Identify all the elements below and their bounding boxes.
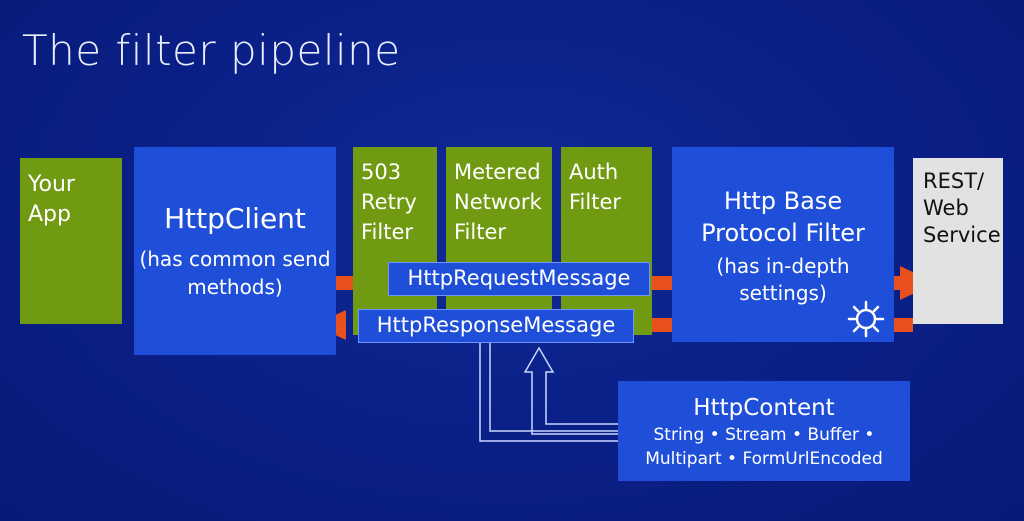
httpclient-title: HttpClient — [164, 202, 306, 235]
your-app-label: Your App — [28, 172, 75, 227]
request-message-label: HttpRequestMessage — [407, 266, 631, 290]
request-arrow-segment — [336, 276, 354, 290]
rest-service-label: REST/ Web Service — [923, 169, 1001, 247]
httpclient-box: HttpClient (has common send methods) — [134, 147, 336, 355]
content-connector-inner — [489, 343, 618, 432]
response-arrow-segment — [894, 318, 913, 332]
request-arrow-segment — [894, 276, 902, 290]
httpcontent-line2: Multipart • FormUrlEncoded — [645, 449, 883, 469]
your-app-box: Your App — [20, 158, 122, 324]
request-arrow-segment — [652, 276, 672, 290]
content-up-arrow — [523, 346, 618, 435]
httpcontent-line1: String • Stream • Buffer • — [653, 425, 875, 445]
response-message-label: HttpResponseMessage — [376, 313, 616, 337]
auth-filter-box: Auth Filter — [561, 147, 652, 335]
base-protocol-filter-box: Http Base Protocol Filter (has in-depth … — [672, 147, 894, 342]
content-connector-outer — [479, 343, 618, 442]
base-filter-subtitle: (has in-depth settings) — [716, 254, 850, 305]
slide-title: The filter pipeline — [22, 26, 401, 75]
base-filter-title: Http Base Protocol Filter — [701, 187, 865, 247]
metered-filter-box: Metered Network Filter — [446, 147, 552, 335]
response-message-box: HttpResponseMessage — [358, 309, 634, 343]
rest-service-box: REST/ Web Service — [913, 158, 1003, 324]
httpclient-subtitle: (has common send methods) — [139, 247, 331, 299]
httpcontent-title: HttpContent — [693, 395, 835, 421]
retry-filter-box: 503 Retry Filter — [353, 147, 437, 335]
metered-filter-label: Metered Network Filter — [454, 160, 542, 244]
auth-filter-label: Auth Filter — [569, 160, 622, 214]
gear-icon — [847, 300, 885, 338]
retry-filter-label: 503 Retry Filter — [361, 160, 417, 244]
request-message-box: HttpRequestMessage — [388, 262, 650, 296]
httpcontent-box: HttpContent String • Stream • Buffer • M… — [618, 381, 910, 481]
